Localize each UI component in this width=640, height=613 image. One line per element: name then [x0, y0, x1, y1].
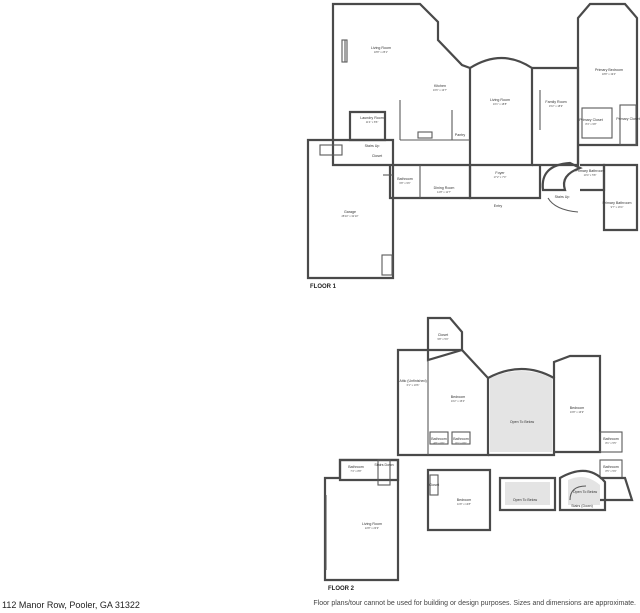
- floor-2-plan: [323, 316, 634, 582]
- room-label: Primary Bathroom: [576, 169, 605, 173]
- room-dims: 16'2" x 15'4": [451, 399, 465, 403]
- room-dims: 11'8" x 13'8": [457, 502, 471, 506]
- room-label: Closet: [438, 333, 448, 337]
- room-dims: 16'8" x 16'9": [570, 410, 584, 414]
- room-label: Bathroom: [603, 437, 619, 441]
- room-label: Pantry: [455, 133, 466, 137]
- room-label: Living Room: [490, 98, 510, 102]
- room-label: Bathroom: [453, 437, 469, 441]
- room-dims: 18'8" x 19'4": [602, 72, 616, 76]
- room-label: Laundry Room: [360, 116, 384, 120]
- floor-1-label: FLOOR 1: [310, 284, 337, 290]
- room-label: Stairs Up: [365, 144, 380, 148]
- room-dims: 22'8" x 23'9": [365, 526, 379, 530]
- room-label: Open To Below: [513, 498, 538, 502]
- room-label: Bathroom: [397, 177, 413, 181]
- room-label: Foyer: [495, 171, 505, 175]
- room-label: Living Room: [362, 522, 382, 526]
- room-dims: 16'1" x 18'8": [493, 102, 507, 106]
- room-label: Bathroom: [603, 465, 619, 469]
- room-label: Primary Closet: [616, 117, 640, 121]
- property-address: 112 Manor Row, Pooler, GA 31322: [2, 600, 140, 610]
- room-label: Family Room: [545, 100, 566, 104]
- room-dims: 17'2" x 7'0": [494, 175, 507, 179]
- room-label: Bathroom: [348, 465, 364, 469]
- room-dims: 4'8" x 6'6": [433, 441, 444, 445]
- room-dims: 6'8" x 9'6": [399, 181, 410, 185]
- room-dims: 9'7" x 16'4": [611, 205, 624, 209]
- disclaimer-text: Floor plans/tour cannot be used for buil…: [313, 600, 636, 607]
- room-dims: 10'4" x 5'8": [584, 173, 597, 177]
- room-label: Primary Bedroom: [595, 68, 623, 72]
- floor-1-plan: [306, 2, 639, 280]
- floor-2-label: FLOOR 2: [328, 586, 355, 592]
- room-dims: 6'1" x 6'6": [455, 441, 466, 445]
- room-label: Closet: [429, 483, 439, 487]
- room-label: Garage: [344, 210, 356, 214]
- room-dims: 8'1" x 5'5": [605, 441, 616, 445]
- room-labels: Living Room 18'8" x 25'1" Kitchen 16'6" …: [341, 46, 639, 530]
- room-label: Attic (Unfinished): [399, 379, 426, 383]
- room-label: Bathroom: [431, 437, 447, 441]
- room-label: Closet: [372, 154, 382, 158]
- room-label: Primary Bathroom: [603, 201, 632, 205]
- room-label: Bedroom: [457, 498, 472, 502]
- room-label: Stairs Up: [555, 195, 570, 199]
- room-dims: 18'8" x 25'1": [374, 50, 388, 54]
- room-label: Dining Room: [434, 186, 455, 190]
- room-label: Kitchen: [434, 84, 446, 88]
- room-label: Open To Below: [510, 420, 535, 424]
- room-label: Open To Below: [573, 490, 598, 494]
- room-label: Bedroom: [451, 395, 466, 399]
- room-dims: 28'10" x 32'10": [341, 214, 358, 218]
- room-dims: 8'5" x 5'9": [605, 469, 616, 473]
- room-label: Stairs (Down): [571, 504, 593, 508]
- room-dims: 11'4" x 8'6": [366, 120, 379, 124]
- room-label: Living Room: [371, 46, 391, 50]
- room-dims: 9'8" x 5'0": [437, 337, 448, 341]
- room-label: Bedroom: [570, 406, 585, 410]
- room-dims: 7'4" x 8'8": [350, 469, 361, 473]
- room-dims: 16'6" x 13'7": [433, 88, 447, 92]
- room-dims: 6'1" x 19'6": [407, 383, 420, 387]
- room-dims: 8'4" x 9'8": [585, 122, 596, 126]
- room-label: Stairs Down: [374, 463, 393, 467]
- room-label: Entry: [494, 204, 503, 208]
- room-dims: 15'2" x 18'9": [549, 104, 563, 108]
- room-label: Primary Closet: [579, 118, 603, 122]
- room-dims: 14'8" x 11'7": [437, 190, 451, 194]
